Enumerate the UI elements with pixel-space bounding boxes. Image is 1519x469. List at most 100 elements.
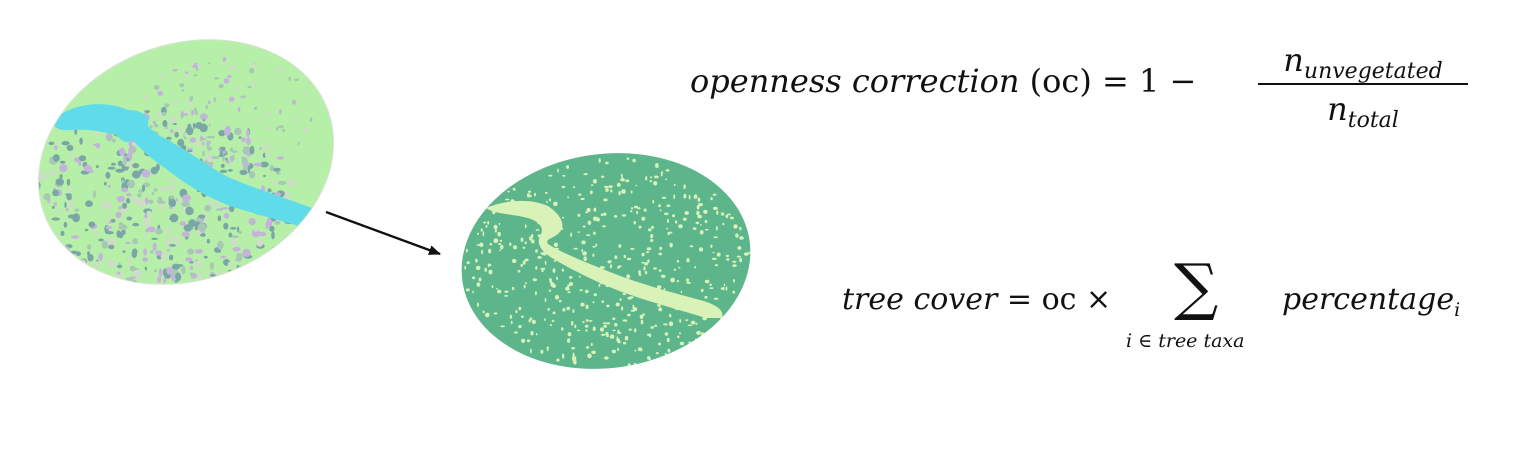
texture-patch <box>488 248 492 254</box>
texture-patch <box>229 147 233 152</box>
texture-patch <box>530 331 534 336</box>
texture-patch <box>657 285 662 290</box>
texture-patch <box>230 238 237 245</box>
texture-patch <box>466 261 470 265</box>
texture-patch <box>688 341 692 344</box>
texture-patch <box>739 226 742 231</box>
texture-patch <box>279 108 282 115</box>
texture-patch <box>673 183 676 187</box>
texture-patch <box>617 265 622 268</box>
formula1-fraction: nunvegetated ntotal <box>1258 40 1468 133</box>
texture-patch <box>666 337 670 343</box>
texture-patch <box>569 282 573 286</box>
texture-patch <box>553 242 559 247</box>
texture-patch <box>23 197 31 204</box>
texture-patch <box>641 216 646 221</box>
texture-patch <box>497 231 501 237</box>
texture-patch <box>650 233 654 239</box>
texture-patch <box>653 181 658 186</box>
texture-patch <box>131 170 141 179</box>
texture-patch <box>152 120 157 125</box>
texture-patch <box>132 162 140 169</box>
texture-patch <box>109 201 113 210</box>
texture-patch <box>74 128 78 135</box>
texture-patch <box>18 191 23 199</box>
texture-patch <box>531 234 534 239</box>
texture-patch <box>591 350 596 354</box>
texture-patch <box>65 208 69 212</box>
texture-patch <box>677 335 680 339</box>
texture-patch <box>231 260 236 264</box>
texture-patch <box>732 290 735 294</box>
texture-patch <box>541 269 544 273</box>
texture-patch <box>650 326 654 329</box>
texture-patch <box>242 162 250 167</box>
texture-patch <box>623 254 626 259</box>
texture-patch <box>478 277 482 282</box>
texture-patch <box>98 252 103 261</box>
arrow <box>325 210 441 256</box>
texture-patch <box>242 248 251 257</box>
texture-patch <box>480 228 483 232</box>
texture-patch <box>710 197 713 201</box>
texture-patch <box>567 291 571 294</box>
texture-patch <box>222 151 227 154</box>
texture-patch <box>267 188 272 193</box>
texture-patch <box>746 277 750 281</box>
tree-cover-base <box>447 140 765 380</box>
texture-patch <box>122 202 127 209</box>
texture-patch <box>221 125 224 128</box>
texture-patch <box>128 147 133 157</box>
texture-patch <box>54 244 62 248</box>
texture-patch <box>78 155 87 162</box>
texture-patch <box>664 212 669 216</box>
texture-patch <box>713 236 718 239</box>
texture-patch <box>668 321 674 327</box>
texture-patch <box>720 287 725 290</box>
formula2-equals: = oc × <box>1006 282 1112 317</box>
texture-patch <box>683 193 687 199</box>
texture-patch <box>579 289 583 292</box>
texture-patch <box>247 85 252 89</box>
texture-patch <box>567 284 570 288</box>
texture-patch <box>59 164 68 173</box>
texture-patch <box>592 179 598 184</box>
texture-patch <box>567 196 570 199</box>
texture-patch <box>288 179 297 187</box>
texture-patch <box>515 310 518 314</box>
texture-patch <box>203 255 208 259</box>
texture-patch <box>127 179 135 189</box>
texture-patch <box>259 146 262 151</box>
texture-patch <box>743 252 749 256</box>
texture-patch <box>112 138 116 143</box>
texture-patch <box>679 341 685 346</box>
texture-patch <box>666 354 670 357</box>
texture-patch <box>614 255 618 260</box>
texture-patch <box>309 117 313 123</box>
texture-patch <box>185 71 189 74</box>
texture-patch <box>143 201 146 207</box>
texture-patch <box>464 265 467 270</box>
texture-patch <box>733 279 735 283</box>
land-cover-map <box>18 20 360 310</box>
texture-patch <box>133 269 143 278</box>
texture-patch <box>274 221 280 224</box>
texture-patch <box>699 224 702 226</box>
texture-patch <box>651 225 655 229</box>
texture-patch <box>192 65 195 68</box>
texture-patch <box>581 249 584 252</box>
texture-patch <box>245 137 251 146</box>
texture-patch <box>632 304 635 310</box>
texture-patch <box>236 226 240 233</box>
texture-patch <box>276 126 279 132</box>
texture-patch <box>644 262 648 266</box>
texture-patch <box>150 166 159 175</box>
texture-patch <box>141 184 146 192</box>
texture-patch <box>87 244 92 250</box>
texture-patch <box>84 228 89 232</box>
texture-patch <box>143 232 148 237</box>
texture-patch <box>24 177 27 183</box>
texture-patch <box>111 162 116 166</box>
texture-patch <box>159 260 163 265</box>
texture-patch <box>602 225 606 228</box>
